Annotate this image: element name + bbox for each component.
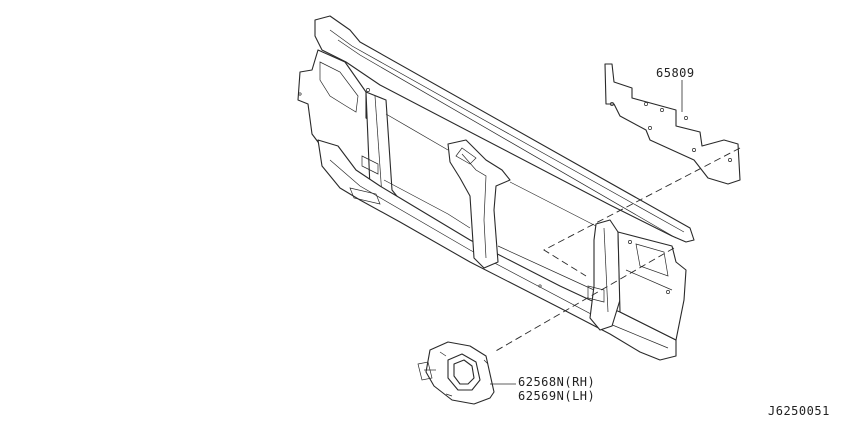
part-label-62568n: 62568N(RH) xyxy=(518,375,595,389)
deflector-62568n xyxy=(417,341,495,405)
radiator-core-support xyxy=(297,15,695,361)
bracket-65809 xyxy=(604,63,741,185)
drawing-number: J6250051 xyxy=(768,404,830,418)
part-label-62569n: 62569N(LH) xyxy=(518,389,595,403)
part-label-65809: 65809 xyxy=(656,66,695,80)
assembly-lines xyxy=(493,147,741,353)
